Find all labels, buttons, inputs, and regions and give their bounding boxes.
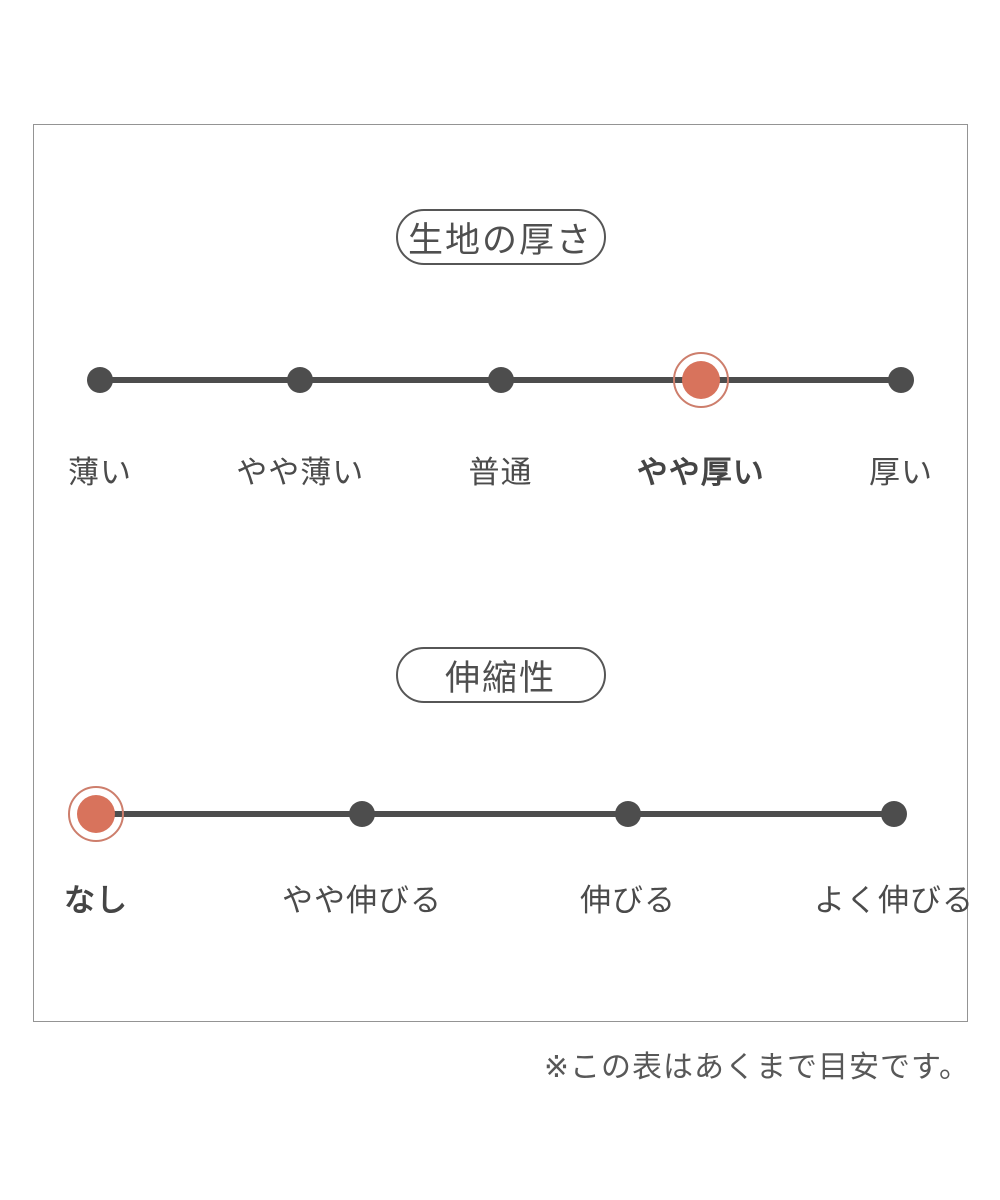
stretch-point-slight [348, 801, 375, 827]
thickness-label-thick: 厚い [869, 455, 933, 490]
thickness-point-slightly-thin [287, 367, 314, 393]
thickness-label-slightly-thin: やや薄い [236, 455, 365, 490]
thickness-point-thin [87, 367, 113, 393]
thickness-point-thick [888, 367, 914, 393]
thickness-label-normal: 普通 [468, 455, 533, 490]
stretch-point-very [881, 801, 907, 827]
stretch-labels: なし やや伸びる 伸びる よく伸びる [64, 875, 973, 918]
stretch-point-stretches [615, 801, 641, 827]
thickness-title-pill: 生地の厚さ [395, 209, 606, 265]
stretch-label-slight: やや伸びる [281, 883, 442, 918]
disclaimer-note: ※この表はあくまで目安です。 [543, 1051, 970, 1084]
stretch-point-none-selected-marker [68, 786, 124, 842]
stretch-scale-track [68, 786, 907, 842]
thickness-point-normal [487, 367, 514, 393]
thickness-labels: 薄い やや薄い 普通 やや厚い 厚い [68, 447, 932, 490]
stretch-title-pill: 伸縮性 [395, 647, 606, 703]
stretch-label-very: よく伸びる [814, 883, 974, 918]
spec-panel: 生地の厚さ 薄い やや薄い 普通 やや厚い 厚い 伸縮性 なし [33, 124, 973, 1022]
thickness-title: 生地の厚さ [407, 220, 593, 260]
thickness-point-slightly-thick-selected-marker [672, 352, 729, 408]
thickness-label-slightly-thick: やや厚い [636, 455, 765, 490]
thickness-scale-track [87, 352, 914, 408]
thickness-label-thin: 薄い [68, 455, 132, 490]
stretch-title: 伸縮性 [444, 658, 556, 698]
stretch-label-none: なし [64, 883, 128, 918]
stretch-label-stretches: 伸びる [580, 883, 676, 918]
